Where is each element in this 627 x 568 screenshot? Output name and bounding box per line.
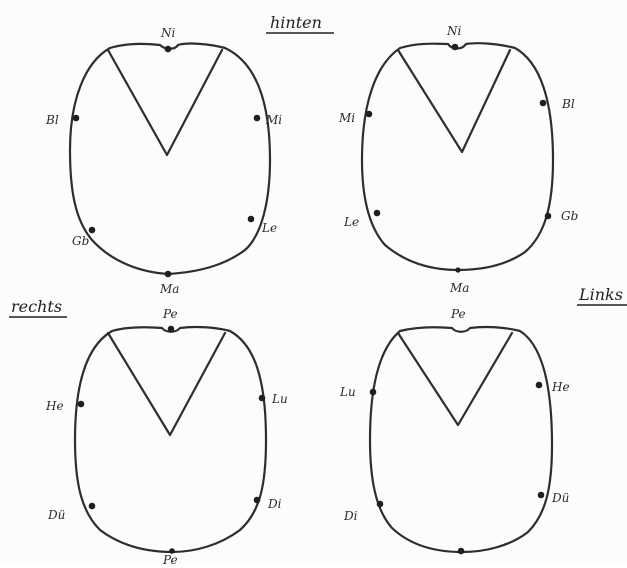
hoof-outline (73, 325, 268, 554)
label-top: Ni (160, 26, 176, 40)
label-top: Pe (450, 307, 466, 321)
label-lower-left: Dü (47, 508, 65, 522)
label-lower-right: Dü (551, 491, 569, 505)
point-right (258, 394, 266, 402)
point-lower-right (537, 491, 545, 499)
point-lower-right (247, 215, 255, 223)
label-lower-left: Le (343, 215, 359, 229)
label-bottom: Pe (162, 553, 178, 564)
label-lower-left: Di (343, 509, 358, 523)
label-lower-right: Di (267, 497, 282, 511)
hoof-outline (68, 42, 272, 276)
label-top: Pe (162, 307, 178, 321)
point-bottom (455, 267, 461, 273)
diagram-bottom-left: Pe He Lu Dü Di Pe (45, 307, 288, 567)
frog-v (396, 48, 512, 154)
label-left: Mi (338, 111, 355, 125)
diagram-top-left: Ni Bl Mi Gb Le Ma (45, 26, 282, 296)
label-lower-left: Gb (72, 234, 89, 248)
label-left: Lu (339, 385, 356, 399)
label-bottom: Ma (159, 282, 179, 296)
point-lower-left (88, 226, 96, 234)
hoof-outline (368, 325, 554, 554)
point-bottom (164, 270, 172, 278)
header-hinten: hinten (270, 13, 322, 32)
point-bottom (169, 548, 175, 554)
label-lower-right: Le (261, 221, 277, 235)
point-lower-right (544, 212, 552, 220)
point-lower-left (88, 502, 96, 510)
point-top (167, 325, 175, 333)
point-left (365, 110, 373, 118)
frog-v (106, 48, 224, 157)
frog-v (106, 331, 227, 437)
point-lower-left (373, 209, 381, 217)
frog-v (396, 331, 514, 427)
point-left (72, 114, 80, 122)
label-bottom: Ma (449, 281, 469, 295)
diagram-bottom-right: Pe Lu He Di Dü (339, 307, 570, 555)
point-right (253, 114, 261, 122)
point-top (451, 43, 459, 51)
point-right (539, 99, 547, 107)
point-bottom (457, 547, 465, 555)
label-right: He (551, 380, 570, 394)
label-right: Mi (265, 113, 282, 127)
point-top (164, 45, 172, 53)
header-rechts: rechts (11, 297, 62, 316)
point-left (77, 400, 85, 408)
point-right (535, 381, 543, 389)
label-right: Bl (561, 97, 575, 111)
point-left (369, 388, 377, 396)
label-right: Lu (271, 392, 288, 406)
point-lower-left (376, 500, 384, 508)
label-lower-right: Gb (561, 209, 578, 223)
hoof-outline (360, 42, 555, 272)
label-left: He (45, 399, 64, 413)
header-links: Links (578, 285, 623, 304)
label-left: Bl (45, 113, 59, 127)
diagram-top-right: Ni Mi Bl Le Gb Ma (338, 24, 578, 295)
point-lower-right (253, 496, 261, 504)
label-top: Ni (446, 24, 462, 38)
